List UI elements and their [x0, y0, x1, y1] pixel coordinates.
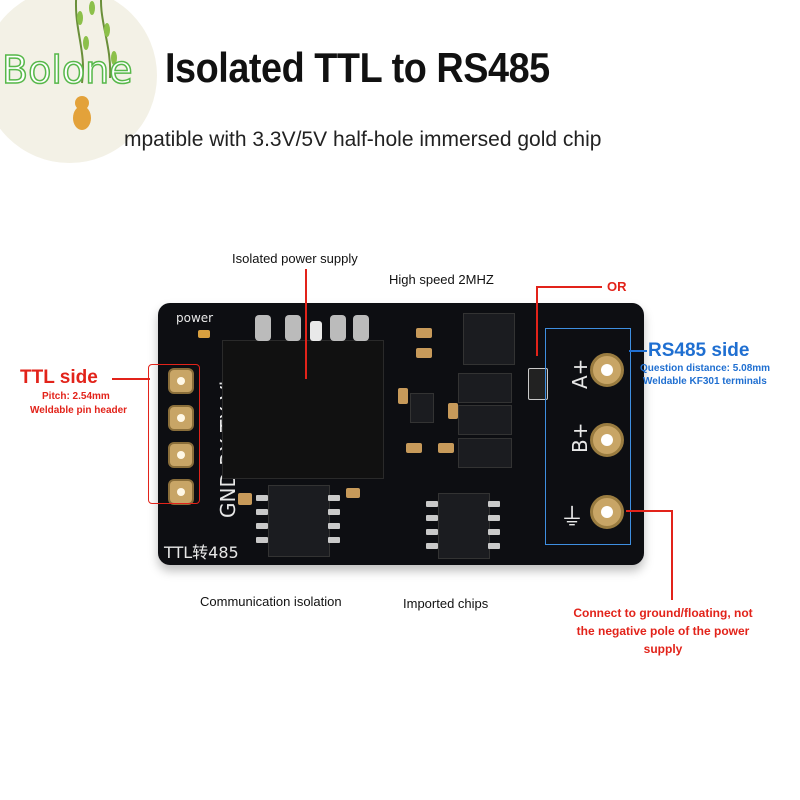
- chip-pin: [426, 501, 438, 507]
- rs485-leader-line: [629, 350, 647, 352]
- chip-pin: [328, 495, 340, 501]
- tvs-diode: [458, 405, 512, 435]
- module-pin: [353, 315, 369, 341]
- smd-cap: [238, 493, 252, 505]
- or-label: OR: [607, 279, 627, 294]
- willow-branch-icon: [73, 0, 117, 130]
- ground-note-line-2: the negative pole of the power: [576, 624, 750, 638]
- smd-cap: [346, 488, 360, 498]
- smd-cap: [438, 443, 454, 453]
- module-pin: [285, 315, 301, 341]
- ttl-header-label: Weldable pin header: [30, 405, 128, 416]
- smd-cap: [416, 348, 432, 358]
- terminal-b-pad: [590, 423, 624, 457]
- rs485-terminals-label: Weldable KF301 terminals: [643, 376, 767, 387]
- chip-pin: [256, 523, 268, 529]
- module-pin: [330, 315, 346, 341]
- ground-leader-vertical: [671, 510, 673, 600]
- high-speed-label: High speed 2MHZ: [389, 272, 494, 287]
- chip-pin: [328, 509, 340, 515]
- chip-pin: [256, 495, 268, 501]
- rs485-side-label: RS485 side: [648, 340, 750, 361]
- or-leader-vertical: [536, 286, 538, 356]
- smd-cap: [406, 443, 422, 453]
- pin-pad-vin: [168, 368, 194, 394]
- logo-text: Bolone: [1, 47, 133, 93]
- chip-pin: [256, 509, 268, 515]
- isolated-power-label: Isolated power supply: [232, 251, 358, 266]
- tvs-diode: [458, 438, 512, 468]
- power-silk-label: power: [176, 311, 214, 325]
- smd-cap: [416, 328, 432, 338]
- terminal-ground-pad: [590, 495, 624, 529]
- page-subtitle: mpatible with 3.3V/5V half-hole immersed…: [124, 128, 602, 151]
- ground-note-line-1: Connect to ground/floating, not: [573, 606, 753, 620]
- isolated-power-module: [222, 340, 384, 479]
- brand-logo: Bolone: [0, 0, 157, 163]
- chip-pin: [426, 515, 438, 521]
- model-silk-label: TTL转485: [164, 543, 239, 562]
- rs485-outline: [545, 328, 631, 545]
- ground-note-line-3: supply: [643, 642, 683, 656]
- isolation-chip: [268, 485, 330, 557]
- ttl-leader-line: [112, 378, 150, 380]
- power-leader-line: [305, 269, 307, 379]
- chip-pin: [488, 529, 500, 535]
- module-pin: [255, 315, 271, 341]
- ground-leader-horizontal: [626, 510, 672, 512]
- ground-symbol-icon: ⏚: [560, 503, 584, 531]
- tvs-diode: [463, 313, 515, 365]
- pcb-board: power GND RX TX Vin TTL转485 A+: [158, 303, 644, 565]
- ttl-outline: [148, 364, 200, 504]
- chip-pin: [426, 543, 438, 549]
- or-jumper: [528, 368, 548, 400]
- pin-pad-rx: [168, 442, 194, 468]
- pin-pad-tx: [168, 405, 194, 431]
- page-title: Isolated TTL to RS485: [165, 44, 550, 91]
- smd-cap: [398, 388, 408, 404]
- chip-pin: [328, 523, 340, 529]
- chip-pin: [256, 537, 268, 543]
- ground-note: Connect to ground/floating, not the nega…: [563, 604, 763, 658]
- comm-isolation-label: Communication isolation: [200, 594, 342, 609]
- pin-pad-gnd: [168, 479, 194, 505]
- terminal-a-pad: [590, 353, 624, 387]
- chip-pin: [488, 501, 500, 507]
- module-pin: [310, 321, 322, 341]
- ttl-pitch-label: Pitch: 2.54mm: [42, 391, 110, 402]
- ttl-side-label: TTL side: [20, 367, 98, 388]
- chip-pin: [488, 543, 500, 549]
- chip-pin: [488, 515, 500, 521]
- chip-pin: [328, 537, 340, 543]
- chip-pin: [426, 529, 438, 535]
- rs485-transceiver-chip: [438, 493, 490, 559]
- power-led: [198, 330, 210, 338]
- tvs-diode: [458, 373, 512, 403]
- or-leader-horizontal: [536, 286, 602, 288]
- imported-chips-label: Imported chips: [403, 596, 489, 611]
- rs485-distance-label: Question distance: 5.08mm: [640, 363, 771, 374]
- smd-cap: [448, 403, 458, 419]
- regulator-chip: [410, 393, 434, 423]
